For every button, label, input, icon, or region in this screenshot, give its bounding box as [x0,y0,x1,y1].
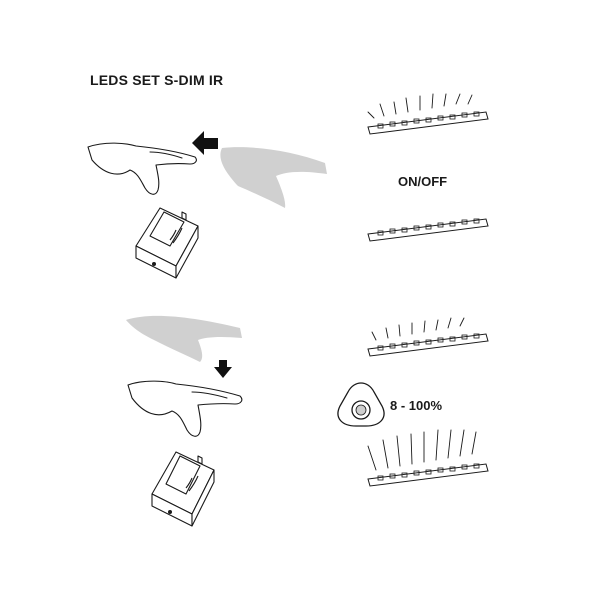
arrow-left-icon [192,131,218,155]
touch-button-icon [337,382,385,427]
onoff-label: ON/OFF [398,174,448,189]
led-strip-icon [367,218,489,242]
arrow-down-icon [214,360,232,378]
dim-range-label: 8 - 100% [390,398,443,413]
ghost-hand-icon [126,315,242,362]
hand-icon [127,380,243,437]
led-strip-icon [367,93,489,135]
ir-sensor-icon [151,451,215,527]
ghost-hand-icon [220,147,327,208]
ir-sensor-icon [135,207,199,279]
led-strip-icon [367,317,489,357]
led-strip-icon [367,429,489,487]
hand-icon [87,142,197,195]
page-title: LEDS SET S-DIM IR [90,72,224,88]
